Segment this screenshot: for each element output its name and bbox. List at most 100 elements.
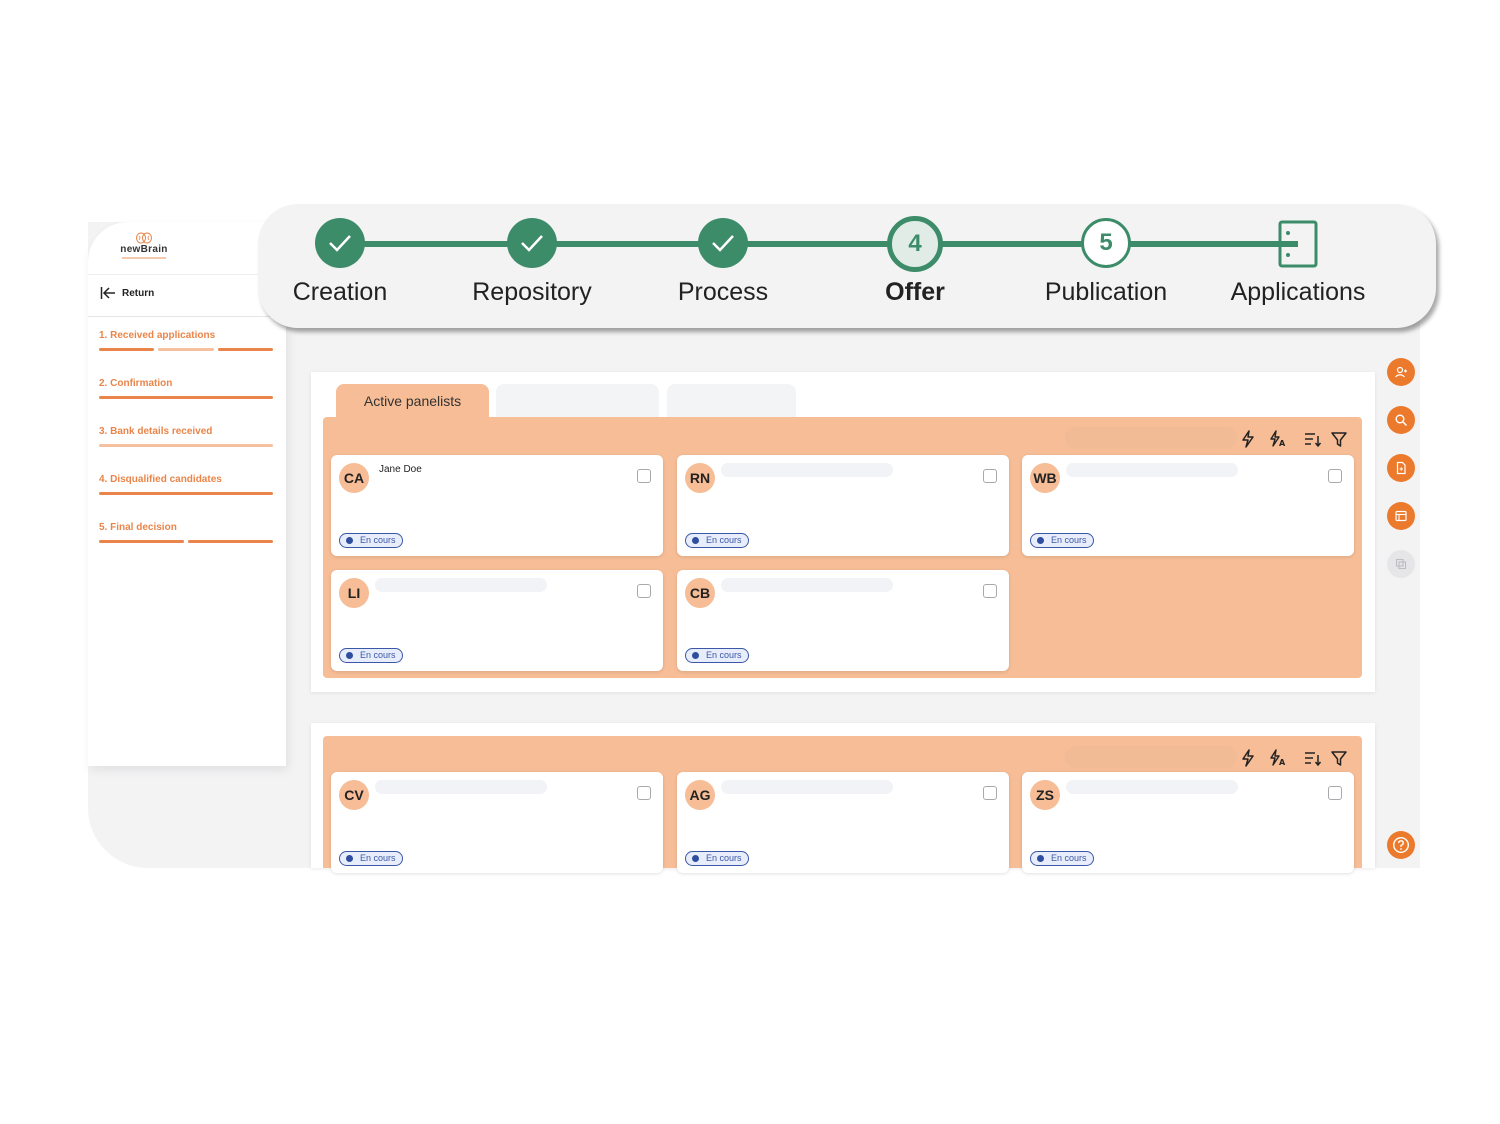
candidate-card[interactable]: WB En cours [1022, 455, 1354, 556]
sidebar: newBrain Return 1. Received applications… [88, 222, 286, 766]
applications-document-icon[interactable] [1278, 220, 1318, 268]
step-offer-current[interactable]: 4 [887, 216, 943, 272]
tab-placeholder[interactable] [496, 384, 659, 418]
progress-line [1106, 241, 1298, 247]
auto-action-icon[interactable]: A [1268, 749, 1286, 767]
name-placeholder [721, 463, 893, 477]
name-placeholder [375, 780, 547, 794]
check-icon [329, 235, 351, 252]
search-icon [1395, 414, 1408, 427]
sort-icon[interactable] [1303, 749, 1321, 767]
select-checkbox[interactable] [983, 786, 997, 800]
pipeline-steps: 1. Received applications 2. Confirmation… [99, 330, 275, 570]
add-user-icon [1395, 366, 1407, 378]
sidebar-item-confirmation[interactable]: 2. Confirmation [99, 378, 275, 426]
board-search-input[interactable] [1065, 746, 1237, 768]
status-label: En cours [706, 535, 742, 545]
status-dot [346, 855, 353, 862]
status-badge: En cours [1030, 851, 1094, 866]
avatar: AG [685, 780, 715, 810]
candidate-card[interactable]: CB En cours [677, 570, 1009, 671]
sidebar-item-final-decision[interactable]: 5. Final decision [99, 522, 275, 570]
step-label: Disqualified candidates [110, 474, 222, 485]
step-label-offer: Offer [885, 278, 945, 306]
avatar: LI [339, 578, 369, 608]
status-label: En cours [360, 650, 396, 660]
status-dot [1037, 855, 1044, 862]
status-label: En cours [706, 650, 742, 660]
search-button[interactable] [1387, 406, 1415, 434]
select-checkbox[interactable] [1328, 469, 1342, 483]
candidate-card[interactable]: CA Jane Doe En cours [331, 455, 663, 556]
select-checkbox[interactable] [637, 469, 651, 483]
status-label: En cours [1051, 853, 1087, 863]
select-checkbox[interactable] [983, 469, 997, 483]
filter-icon[interactable] [1330, 749, 1348, 767]
step-publication[interactable]: 5 [1081, 218, 1131, 268]
auto-action-icon[interactable]: A [1268, 430, 1286, 448]
logo-tagline [122, 257, 166, 259]
candidate-board: A CV En cours AG En cours ZS En cours [323, 736, 1362, 873]
svg-text:A: A [1279, 758, 1286, 767]
status-dot [346, 537, 353, 544]
status-dot [692, 537, 699, 544]
tab-active-panelists[interactable]: Active panelists [336, 384, 489, 418]
step-label: Bank details received [110, 426, 213, 437]
select-checkbox[interactable] [637, 584, 651, 598]
candidate-card[interactable]: RN En cours [677, 455, 1009, 556]
lightning-icon[interactable] [1239, 749, 1257, 767]
sidebar-item-received-applications[interactable]: 1. Received applications [99, 330, 275, 378]
status-badge: En cours [685, 533, 749, 548]
candidate-card[interactable]: AG En cours [677, 772, 1009, 873]
sidebar-item-bank-details[interactable]: 3. Bank details received [99, 426, 275, 474]
divider [88, 316, 286, 317]
avatar: CA [339, 463, 369, 493]
panel-candidates-2: A CV En cours AG En cours ZS En cours [311, 723, 1375, 873]
step-creation-check[interactable] [315, 218, 365, 268]
avatar: ZS [1030, 780, 1060, 810]
status-badge: En cours [339, 851, 403, 866]
return-arrow-icon [100, 287, 115, 299]
step-number: 3. [99, 426, 108, 437]
status-label: En cours [360, 853, 396, 863]
copy-button[interactable] [1387, 550, 1415, 578]
document-button[interactable] [1387, 454, 1415, 482]
candidate-card[interactable]: ZS En cours [1022, 772, 1354, 873]
candidate-card[interactable]: CV En cours [331, 772, 663, 873]
layout-button[interactable] [1387, 502, 1415, 530]
step-label: Final decision [110, 522, 177, 533]
step-label: Confirmation [110, 378, 173, 389]
check-icon [521, 235, 543, 252]
return-button[interactable]: Return [100, 286, 154, 300]
select-checkbox[interactable] [1328, 786, 1342, 800]
brain-logo-icon [136, 232, 152, 244]
sidebar-item-disqualified[interactable]: 4. Disqualified candidates [99, 474, 275, 522]
select-checkbox[interactable] [983, 584, 997, 598]
status-label: En cours [1051, 535, 1087, 545]
step-repository-check[interactable] [507, 218, 557, 268]
name-placeholder [1066, 463, 1238, 477]
step-number: 4. [99, 474, 108, 485]
select-checkbox[interactable] [637, 786, 651, 800]
name-placeholder [721, 780, 893, 794]
status-badge: En cours [1030, 533, 1094, 548]
filter-icon[interactable] [1330, 430, 1348, 448]
step-label-creation: Creation [292, 278, 388, 306]
step-number: 5. [99, 522, 108, 533]
tab-placeholder[interactable] [667, 384, 796, 418]
step-label-process: Process [677, 278, 769, 306]
panel-active-panelists: Active panelists A CA Jane Doe En cours … [311, 372, 1375, 692]
step-process-check[interactable] [698, 218, 748, 268]
help-button[interactable] [1387, 831, 1415, 859]
lightning-icon[interactable] [1239, 430, 1257, 448]
board-search-input[interactable] [1065, 427, 1237, 449]
layout-icon [1395, 510, 1407, 522]
name-placeholder [1066, 780, 1238, 794]
candidate-card[interactable]: LI En cours [331, 570, 663, 671]
check-icon [712, 235, 734, 252]
step-number: 5 [1099, 229, 1113, 256]
progress-stepper: Creation Repository Process 4 Offer 5 Pu… [258, 204, 1436, 328]
step-label: Received applications [110, 330, 216, 341]
sort-icon[interactable] [1303, 430, 1321, 448]
add-user-button[interactable] [1387, 358, 1415, 386]
